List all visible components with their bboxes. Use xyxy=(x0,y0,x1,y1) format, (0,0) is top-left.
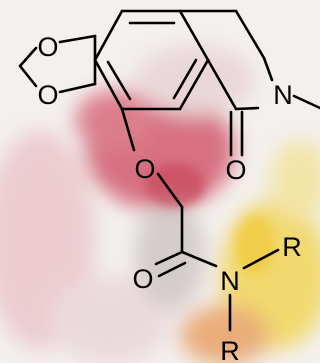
atom-o-carbonyl-ring: O xyxy=(225,155,246,185)
atom-r-top: R xyxy=(282,232,302,262)
atom-n-amide: N xyxy=(220,266,240,296)
atom-n-ring: N xyxy=(273,80,293,110)
grey-shadow-shape xyxy=(135,200,205,310)
pink-haze-shape xyxy=(135,45,255,115)
atom-o-dioxole-bottom: O xyxy=(37,80,58,110)
red-blossom-shape xyxy=(145,163,205,207)
red-blossom-shape xyxy=(75,90,155,150)
yellow-flower-shape xyxy=(270,140,320,220)
atom-o-ether: O xyxy=(134,154,155,184)
bond-lines xyxy=(18,9,320,332)
pink-haze-shape xyxy=(50,275,170,363)
atom-o-amide: O xyxy=(132,264,153,294)
atom-o-dioxole-top: O xyxy=(37,32,58,62)
atom-r-bottom: R xyxy=(220,336,240,363)
orange-tint-shape xyxy=(180,305,270,363)
yellow-flower-shape xyxy=(235,215,275,275)
